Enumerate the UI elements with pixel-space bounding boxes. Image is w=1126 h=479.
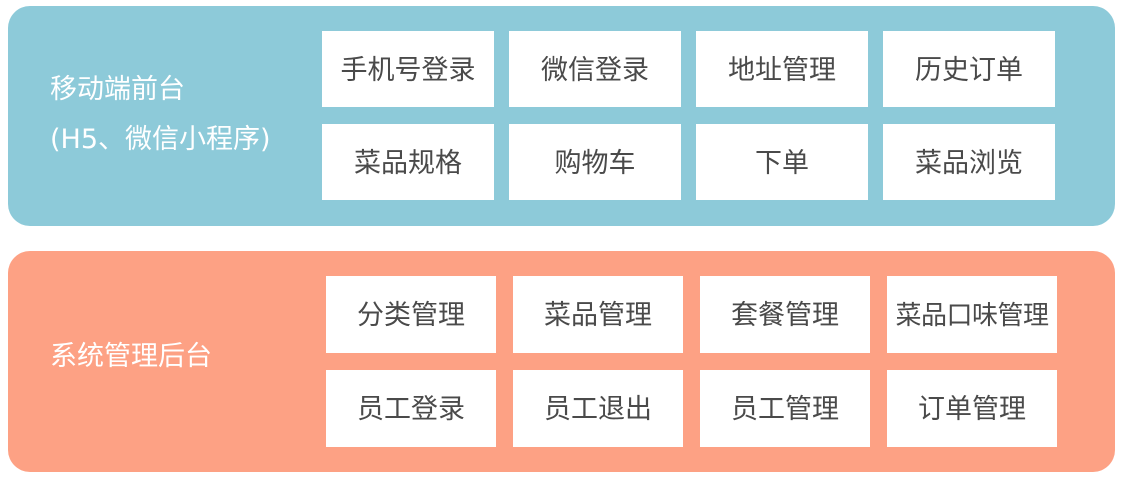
feature-tile-order-management: 订单管理 [887,370,1057,447]
feature-tile-employee-login: 员工登录 [326,370,496,447]
feature-tile-dish-browse: 菜品浏览 [883,124,1055,200]
feature-tile-phone-login: 手机号登录 [322,31,494,107]
feature-tile-shopping-cart: 购物车 [509,124,681,200]
feature-tile-dish-specs: 菜品规格 [322,124,494,200]
feature-tile-employee-logout: 员工退出 [513,370,683,447]
feature-tile-order-history: 历史订单 [883,31,1055,107]
feature-tile-employee-management: 员工管理 [700,370,870,447]
feature-tile-place-order: 下单 [696,124,868,200]
feature-tile-flavor-management: 菜品口味管理 [887,276,1057,353]
feature-tile-address-management: 地址管理 [696,31,868,107]
mobile-frontend-subtitle: (H5、微信小程序) [50,124,271,155]
mobile-frontend-title: 移动端前台 [50,74,185,105]
admin-backend-title: 系统管理后台 [50,341,212,372]
feature-tile-dish-management: 菜品管理 [513,276,683,353]
feature-tile-combo-management: 套餐管理 [700,276,870,353]
feature-tile-category-management: 分类管理 [326,276,496,353]
feature-tile-wechat-login: 微信登录 [509,31,681,107]
